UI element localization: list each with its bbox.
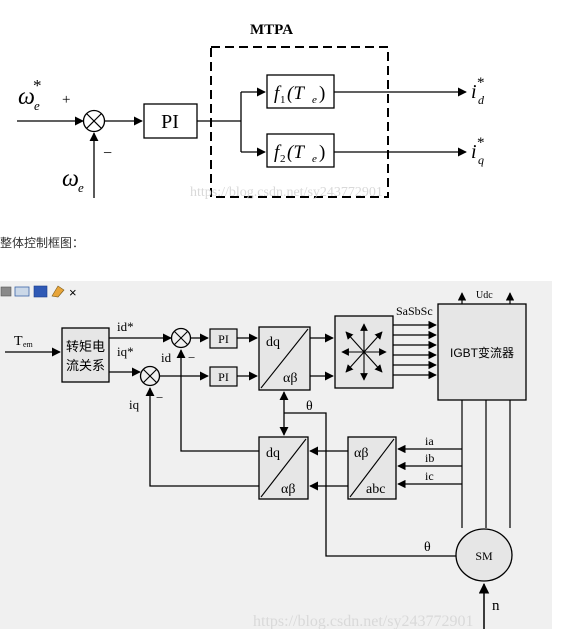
iq-feedback-arrow <box>145 387 259 487</box>
svg-text:em: em <box>23 340 34 349</box>
inverter-label: IGBT变流器 <box>450 345 514 360</box>
pi-label: PI <box>161 111 179 133</box>
mtpa-title: MTPA <box>250 22 293 38</box>
email-icon[interactable] <box>14 286 30 297</box>
id-feedback-label: id <box>161 350 172 365</box>
sasbsc-label: SaSbSc <box>396 304 433 318</box>
mtpa-diagram: MTPA ω * e + − ω e PI <box>17 22 485 200</box>
id-feedback-arrow <box>176 349 259 452</box>
id-minus: − <box>188 350 195 365</box>
udc-label: Udc <box>476 290 493 301</box>
control-diagram: × T em 转矩电 流关系 id* iq* PI <box>0 281 552 629</box>
minus-sign: − <box>103 145 112 162</box>
watermark-top: https://blog.csdn.net/sy243772901 <box>190 185 383 200</box>
iq-feedback-label: iq <box>129 397 140 412</box>
svg-text:ω: ω <box>62 166 79 192</box>
svg-text:2: 2 <box>280 153 286 165</box>
caption: 整体控制框图： <box>0 235 84 250</box>
iq-reference-output-label: i * q <box>471 135 485 167</box>
torque-current-line1: 转矩电 <box>66 339 105 354</box>
id-reference-output-label: i * d <box>471 75 485 107</box>
svg-text:d: d <box>478 93 485 107</box>
theta-line <box>284 412 456 557</box>
speed-label: n <box>492 598 500 614</box>
sm-label: SM <box>475 549 493 563</box>
switch-signal-arrows <box>393 320 437 380</box>
ic-label: ic <box>425 469 434 483</box>
f2-label: f 2 (T e ) <box>274 142 325 165</box>
svg-text:): ) <box>319 142 325 163</box>
svpwm-star-icon <box>341 323 387 381</box>
image-toolbar: × <box>0 285 77 300</box>
word-icon[interactable] <box>33 285 48 298</box>
pi-block <box>143 103 198 139</box>
svg-text:(T: (T <box>287 142 305 163</box>
clarke-ab: αβ <box>354 446 368 461</box>
speed-reference-label: ω * e <box>18 76 42 113</box>
svg-text:i: i <box>471 141 477 163</box>
phase-lines <box>461 400 511 528</box>
svg-text:e: e <box>312 153 317 165</box>
svg-text:1: 1 <box>280 94 286 106</box>
torque-current-block <box>61 327 110 383</box>
svg-text:*: * <box>477 135 485 151</box>
theta-label-top: θ <box>306 399 313 414</box>
svg-text:f: f <box>274 142 282 163</box>
mtpa-dashed-box <box>210 46 389 198</box>
summing-junction <box>82 109 106 133</box>
iq-ref-label: iq* <box>117 344 134 359</box>
inverse-park-dq: dq <box>266 335 280 350</box>
svg-text:q: q <box>478 153 484 167</box>
igbt-inverter-block <box>437 303 527 401</box>
svg-text:*: * <box>477 75 485 91</box>
clarke-diagonal <box>349 438 395 498</box>
svg-text:e: e <box>312 94 317 106</box>
iq-minus: − <box>156 390 163 405</box>
park-dq: dq <box>266 446 280 461</box>
id-summing-junction <box>170 327 192 349</box>
tem-label: T em <box>14 334 34 349</box>
pi-label-d: PI <box>218 332 229 346</box>
plus-sign: + <box>62 92 70 108</box>
svg-text:i: i <box>471 81 477 103</box>
pi-label-q: PI <box>218 370 229 384</box>
inverse-park-ab: αβ <box>283 371 297 386</box>
theta-label-bottom: θ <box>424 540 431 555</box>
svg-text:*: * <box>33 76 42 95</box>
svg-text:): ) <box>319 83 325 104</box>
id-ref-label: id* <box>117 319 134 334</box>
f1-label: f 1 (T e ) <box>274 83 325 106</box>
speed-feedback-label: ω e <box>62 166 84 195</box>
close-icon[interactable]: × <box>69 285 77 300</box>
park-diagonal <box>260 438 307 498</box>
watermark-bottom: https://blog.csdn.net/sy243772901 <box>253 613 473 629</box>
ib-label: ib <box>425 451 434 465</box>
svg-text:ω: ω <box>18 84 35 110</box>
iq-summing-junction <box>139 365 161 387</box>
edit-icon[interactable] <box>51 285 65 298</box>
park-ab: αβ <box>281 482 295 497</box>
ia-label: ia <box>425 434 434 448</box>
svg-text:e: e <box>78 180 84 195</box>
print-icon[interactable] <box>0 286 12 297</box>
torque-current-line2: 流关系 <box>66 358 105 373</box>
f2-block <box>266 133 335 168</box>
svg-text:T: T <box>14 334 23 349</box>
svg-text:e: e <box>34 98 40 113</box>
inverse-park-diagonal <box>260 328 309 389</box>
clarke-abc: abc <box>366 482 385 497</box>
svg-text:(T: (T <box>287 83 305 104</box>
sm-motor <box>455 528 513 582</box>
svg-text:f: f <box>274 83 282 104</box>
